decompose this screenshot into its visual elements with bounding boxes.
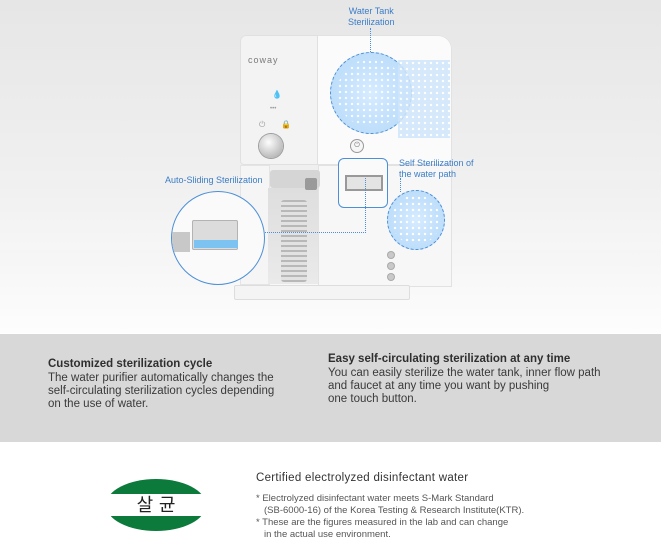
auto-sliding-label: Auto-Sliding Sterilization [165, 175, 263, 185]
status-light-icon [388, 252, 394, 258]
cert-note: * These are the figures measured in the … [256, 517, 509, 528]
callout-line [365, 178, 366, 233]
sterilization-badge-icon: 살 균 [104, 479, 208, 531]
cert-note: * Electrolyzed disinfectant water meets … [256, 493, 494, 504]
faucet-nozzle [305, 178, 317, 190]
lock-icon: 🔒 [281, 120, 291, 129]
cert-title: Certified electrolyzed disinfectant wate… [256, 472, 469, 484]
water-tank-label: Water Tank Sterilization [348, 6, 395, 27]
feature-customized-cycle: Customized sterilization cycle The water… [48, 358, 274, 411]
feature-text-line: self-circulating sterilization cycles de… [48, 385, 275, 397]
feature-text-line: The water purifier automatically changes… [48, 372, 274, 384]
status-light-icon [388, 263, 394, 269]
status-light-icon [388, 274, 394, 280]
purifier-base [234, 285, 410, 300]
cert-note: in the actual use environment. [264, 529, 391, 540]
product-hero: coway 💧 ••• ⏻ 🔒 ⏻ Water Tank Sterilizati… [0, 0, 661, 333]
water-path-bubble [387, 190, 445, 250]
faucet-zoom-circle [171, 191, 265, 285]
callout-line [370, 28, 371, 52]
feature-title: Easy self-circulating sterilization at a… [328, 353, 571, 365]
feature-text-line: and faucet at any time you want by pushi… [328, 380, 550, 392]
indicator-dots-icon: ••• [270, 106, 277, 112]
drop-icon: 💧 [272, 90, 282, 99]
drip-tray-grill [281, 200, 307, 282]
self-sterilization-label: Self Sterilization of the water path [399, 158, 474, 179]
dial-knob[interactable] [259, 134, 283, 158]
feature-easy-sterilization: Easy self-circulating sterilization at a… [328, 353, 601, 406]
brand-logo: coway [248, 55, 279, 65]
sterilize-button-icon[interactable]: ⏻ [350, 139, 364, 153]
certification-section: 살 균 Certified electrolyzed disinfectant … [0, 443, 661, 560]
cert-notes: * Electrolyzed disinfectant water meets … [256, 493, 524, 541]
callout-line [262, 232, 366, 233]
callout-line [400, 178, 401, 192]
feature-text-line: on the use of water. [48, 398, 149, 410]
feature-text-line: one touch button. [328, 393, 417, 405]
svg-text:살 균: 살 균 [137, 495, 176, 516]
power-icon: ⏻ [259, 120, 266, 129]
feature-band: Customized sterilization cycle The water… [0, 334, 661, 442]
feature-title: Customized sterilization cycle [48, 358, 213, 370]
cert-note: (SB-6000-16) of the Korea Testing & Rese… [264, 505, 525, 516]
flow-path-callout [338, 158, 388, 208]
feature-text-line: You can easily sterilize the water tank,… [328, 367, 601, 379]
water-tank-mist [398, 60, 450, 138]
